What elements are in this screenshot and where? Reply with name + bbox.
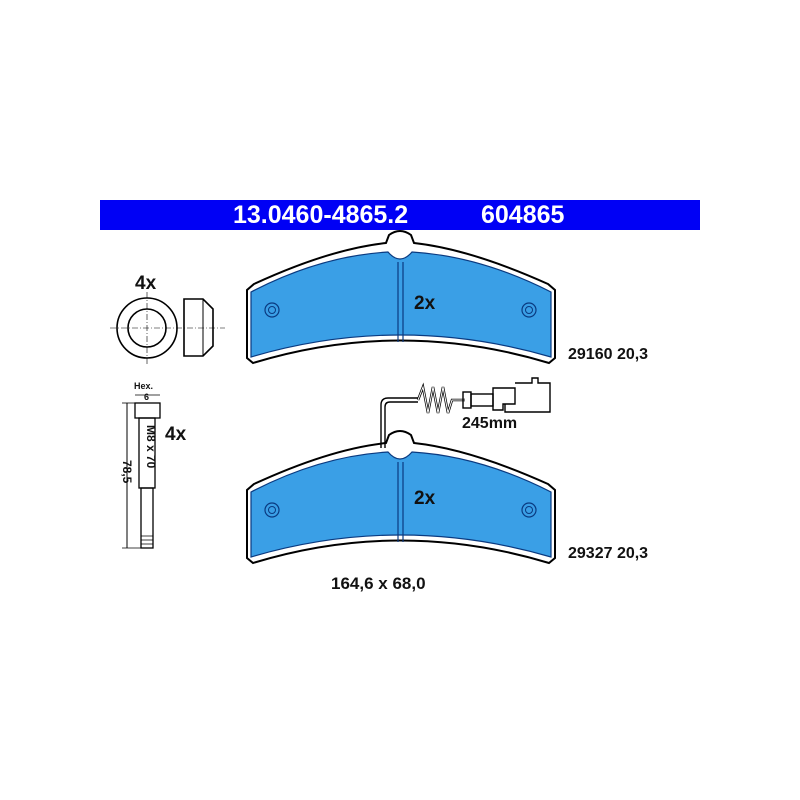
bolt-icon <box>122 394 161 549</box>
bolt-qty: 4x <box>165 424 187 445</box>
short-number: 604865 <box>481 201 565 229</box>
pad-upper-code: 29160 20,3 <box>568 346 649 363</box>
ring-icon <box>110 292 225 364</box>
pad-dimensions: 164,6 x 68,0 <box>331 574 426 593</box>
brake-pad-upper <box>246 230 556 364</box>
hex-label: Hex. <box>134 381 154 391</box>
pad-upper-qty: 2x <box>414 293 436 314</box>
part-number: 13.0460-4865.2 <box>233 201 409 229</box>
title-banner: 13.0460-4865.2 604865 <box>100 200 700 230</box>
bolt-spec: M8 x 70 <box>144 425 158 469</box>
wear-sensor-cable <box>380 377 551 448</box>
hex-size: 6 <box>144 392 150 402</box>
brake-pad-lower <box>246 430 556 564</box>
bolt-length: 78,5 <box>120 460 134 484</box>
pad-lower-code: 29327 20,3 <box>568 545 649 562</box>
sensor-length: 245mm <box>462 415 518 432</box>
pad-lower-qty: 2x <box>414 488 436 509</box>
ring-qty: 4x <box>135 273 157 294</box>
